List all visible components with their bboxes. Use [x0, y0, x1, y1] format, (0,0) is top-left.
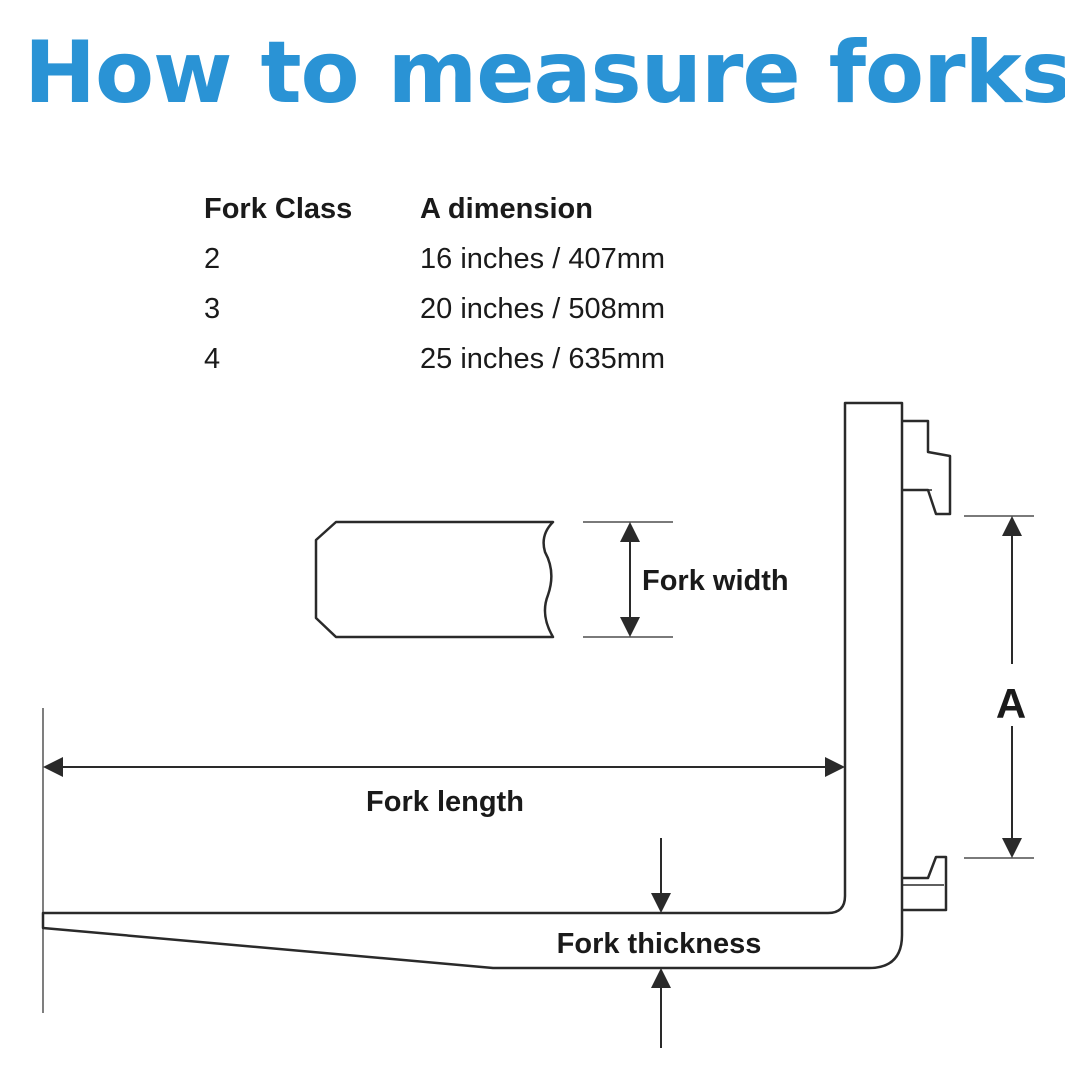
- table-row: 4 25 inches / 635mm: [204, 334, 740, 384]
- fork-class-cell: 3: [204, 292, 221, 325]
- header-a-dimension: A dimension: [420, 192, 593, 225]
- header-fork-class: Fork Class: [204, 192, 353, 225]
- fork-thickness-label: Fork thickness: [557, 928, 762, 960]
- a-dimension-cell: 25 inches / 635mm: [420, 342, 666, 375]
- a-dimension-cell: 16 inches / 407mm: [420, 242, 666, 275]
- a-dimension-cell: 20 inches / 508mm: [420, 292, 666, 325]
- table-row: 3 20 inches / 508mm: [204, 284, 740, 334]
- fork-class-cell: 2: [204, 242, 221, 275]
- fork-class-cell: 4: [204, 342, 221, 375]
- fork-class-table: Fork Class A dimension 2 16 inches / 407…: [204, 184, 740, 384]
- table-row: 2 16 inches / 407mm: [204, 234, 740, 284]
- top-hook: [902, 419, 952, 516]
- fork-body-outline: [41, 401, 904, 970]
- page-title: How to measure forks: [24, 23, 1065, 123]
- bottom-hook: [902, 855, 948, 912]
- table-header-row: Fork Class A dimension: [204, 184, 740, 234]
- a-label: A: [996, 680, 1026, 727]
- fork-width-label: Fork width: [642, 565, 789, 597]
- fork-cross-section: [314, 520, 555, 639]
- fork-length-label: Fork length: [366, 786, 524, 818]
